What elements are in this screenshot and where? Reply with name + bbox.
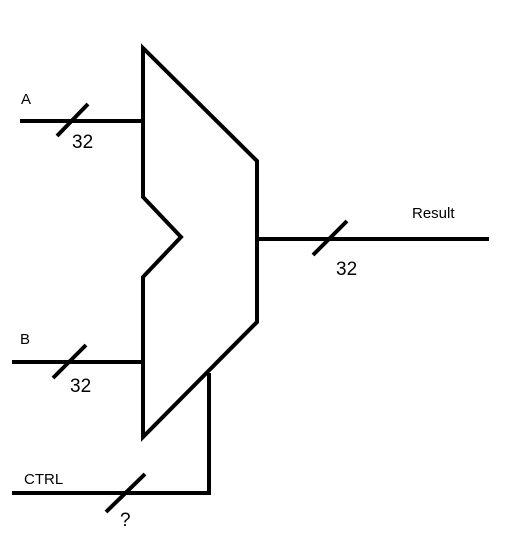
input-a-label: A — [21, 91, 31, 108]
ctrl-wire — [12, 373, 211, 495]
output-result-label: Result — [412, 205, 455, 222]
input-b-width-label: 32 — [70, 376, 91, 397]
input-b-label: B — [20, 331, 30, 348]
ctrl-label: CTRL — [24, 471, 63, 488]
input-a-bus-slash — [55, 102, 90, 138]
ctrl-bus-slash — [104, 472, 147, 514]
input-b-bus-slash — [51, 343, 88, 380]
alu-body — [141, 43, 259, 442]
output-result-width-label: 32 — [336, 259, 357, 280]
input-a-width-label: 32 — [72, 132, 93, 153]
output-result-bus-slash — [311, 219, 349, 257]
ctrl-width-label: ? — [120, 510, 131, 531]
